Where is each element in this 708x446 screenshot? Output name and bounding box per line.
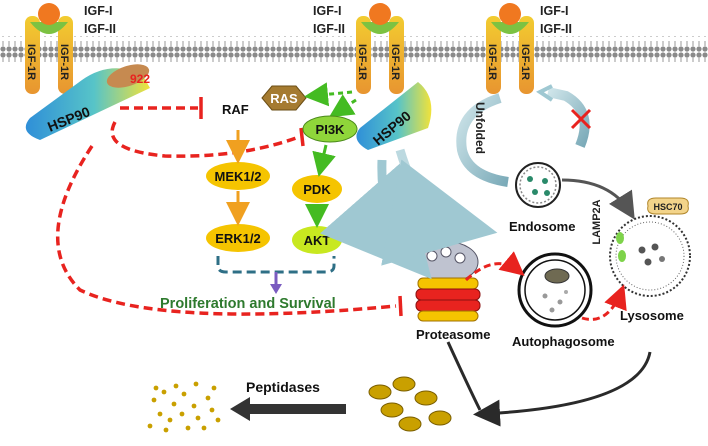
igf1-label-right: IGF-I [540,4,568,18]
autophagosome-to-lysosome-arrow [581,284,627,321]
convergence-arrowhead [270,284,282,294]
igf2-label-mid: IGF-II [313,22,345,36]
lysosome [609,215,691,297]
receptor-label: IGF-1R [486,44,498,80]
inhibit-pi3k-line [110,121,297,158]
akt-label: AKT [304,233,331,248]
ras-node: RAS [261,85,307,111]
igf2-label-right: IGF-II [540,22,572,36]
endosome-to-lysosome-arrow [561,178,635,220]
receptor-label: IGF-1R [58,44,70,80]
endosome [515,162,561,208]
inhibit-proteasome-line [55,145,397,316]
lamp2a-protein [618,250,626,262]
akt-node: AKT [292,226,342,254]
inhibit-proteasome-bar [398,295,403,317]
hsp90-left: HSP90 922 [25,64,150,140]
ligand-ball-mid [369,3,391,25]
autophagosome-label: Autophagosome [512,334,615,349]
ras-label: RAS [270,91,298,106]
recycling-arrowhead [536,84,554,102]
peptidases-label: Peptidases [246,379,320,395]
igf1-label-mid: IGF-I [313,4,341,18]
convergence-bracket [216,256,336,274]
residue-922-label: 922 [130,72,150,86]
pi3k-node: PI3K [302,115,358,143]
receptor-label: IGF-1R [519,44,531,80]
proteasome-to-autophagosome-arrow [464,251,525,282]
amino-acid-particles [147,381,221,433]
pdk-label: PDK [303,182,331,197]
peptide-fragments [368,376,452,432]
lysosome-output-arrow [473,351,652,427]
autophagosome [517,252,593,328]
proteasome-output-line [446,341,482,411]
unfolded-label: Unfolded [473,102,487,154]
proteasome-label: Proteasome [416,327,490,342]
activate-pi3k-arrow [328,94,357,118]
lamp2a-protein [616,232,624,244]
receptor-label: IGF-1R [389,44,401,80]
outcome-label: Proliferation and Survival [160,296,336,312]
recycling-block-x [570,108,592,130]
hsc70-node: HSC70 [647,197,689,215]
inhibit-pi3k-bar [299,127,305,147]
activate-ras-arrow [304,82,353,107]
igf1r-receptor-left [25,3,73,94]
receptor-label: IGF-1R [356,44,368,80]
pi3k-label: PI3K [316,122,346,137]
peptidases-arrow-head [230,397,250,421]
receptor-label: IGF-1R [25,44,37,80]
erk-node: ERK1/2 [206,224,270,252]
pdk-node: PDK [292,175,342,203]
erk-label: ERK1/2 [215,231,261,246]
raf-label: RAF [222,102,249,117]
endosome-label: Endosome [509,219,575,234]
to-degradation-arrow [381,148,498,266]
ligand-ball-right [499,3,521,25]
igf1r-receptor-mid [356,3,404,94]
igf1-label: IGF-I [84,4,112,18]
hsc70-label: HSC70 [653,202,682,212]
igf2-label: IGF-II [84,22,116,36]
mek-node: MEK1/2 [206,162,270,190]
igf1r-receptor-right [486,3,534,94]
cell-membrane [0,36,708,62]
mek-label: MEK1/2 [215,169,262,184]
peptidases-arrow-shaft [246,404,346,414]
recycling-arc [546,87,590,148]
pi3k-to-pdk-arrow [312,144,336,177]
lamp2a-label: LAMP2A [591,199,603,244]
lysosome-label: Lysosome [620,308,684,323]
proteasome [415,241,481,322]
ligand-ball-left [38,3,60,25]
